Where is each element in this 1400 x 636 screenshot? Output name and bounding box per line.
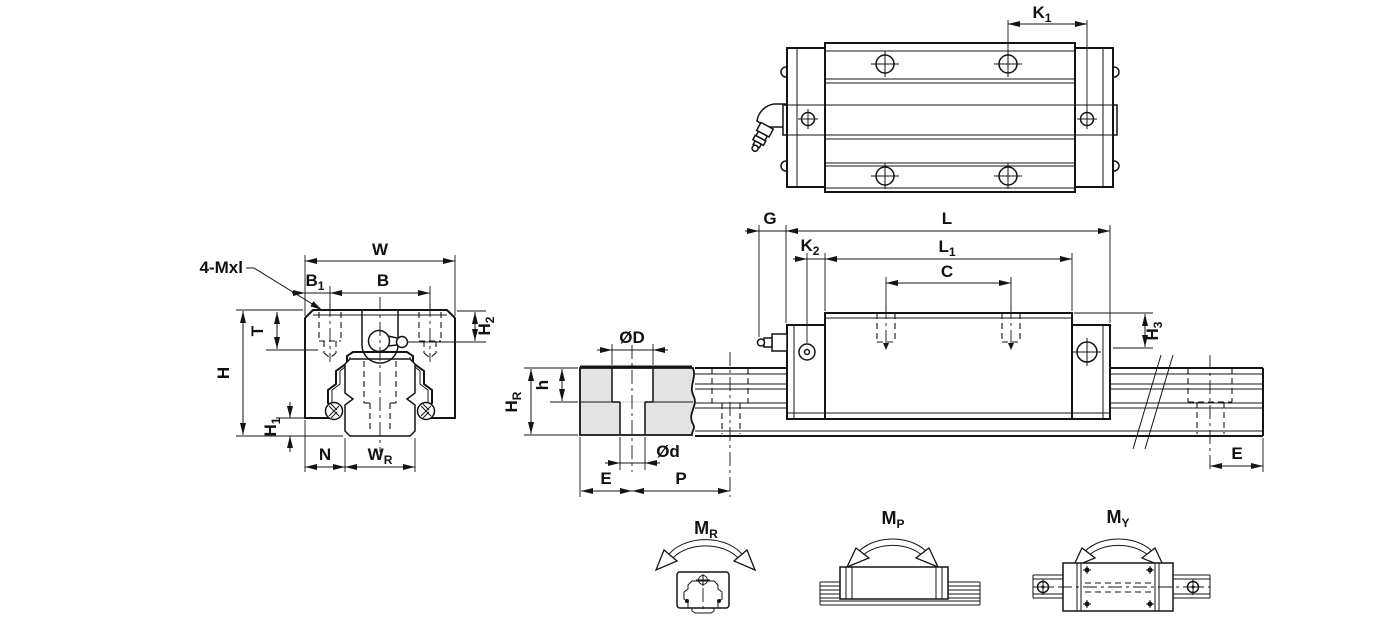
- dim-label-h1: H1: [261, 417, 283, 436]
- rail-side: [695, 352, 1264, 497]
- pitch-arrow-icon: [845, 538, 940, 569]
- carriage-side: [756, 305, 1111, 420]
- dim-label-n: N: [319, 445, 331, 464]
- mini-front-view: [676, 571, 730, 614]
- dim-label-od: ØD: [619, 328, 645, 347]
- tapped-holes: [876, 305, 1021, 350]
- dim-label-b: B: [377, 271, 389, 290]
- front-mounting-holes: [318, 303, 442, 362]
- dim-label-h3: H3: [1143, 321, 1165, 340]
- dim-label-p: P: [675, 469, 686, 488]
- dim-label-hsmall: h: [533, 380, 552, 390]
- front-rail-hole: [363, 361, 397, 433]
- moment-label-mr: MR: [694, 518, 718, 541]
- dim-label-od-small: Ød: [656, 442, 680, 461]
- dim-label-h2: H2: [475, 316, 497, 335]
- dim-label-e-end: E: [1231, 444, 1242, 463]
- moment-roll-diagram: MR: [654, 518, 757, 614]
- dim-label-b1: B1: [306, 271, 325, 293]
- moment-label-my: MY: [1106, 507, 1129, 530]
- dim-label-wr: WR: [368, 445, 393, 467]
- dim-label-g: G: [763, 209, 776, 228]
- dim-label-l1: L1: [938, 237, 955, 259]
- moment-label-mp: MP: [881, 508, 904, 531]
- dim-label-w: W: [372, 240, 389, 259]
- dim-label-h: H: [214, 367, 233, 379]
- side-view-dimensions: G L K2 L1 C H3 E: [745, 209, 1264, 472]
- moment-pitch-diagram: MP: [819, 508, 981, 606]
- thread-note: 4-Mxl: [200, 258, 323, 311]
- dim-label-l: L: [942, 209, 952, 228]
- dim-label-hr: HR: [502, 391, 524, 412]
- top-view: K1: [751, 3, 1120, 193]
- front-view-dimensions: W B1 B T H H1 H2: [214, 240, 497, 472]
- dim-label-t: T: [248, 325, 267, 336]
- side-view: G L K2 L1 C H3 E: [695, 209, 1264, 497]
- dim-label-k1: K1: [1033, 3, 1052, 25]
- moment-yaw-diagram: MY: [1032, 507, 1211, 612]
- mini-side-view: [819, 566, 981, 606]
- front-view: 4-Mxl W B1 B T H: [200, 240, 497, 472]
- grease-nipple-top-icon: [751, 103, 788, 153]
- mini-screws: [1083, 566, 1154, 608]
- mounting-holes: [798, 51, 1097, 189]
- rail-section-dimensions: ØD h HR Ød E P: [502, 328, 730, 497]
- dim-label-e-rail: E: [600, 469, 611, 488]
- mini-top-view: [1032, 562, 1211, 612]
- rail-section-view: ØD h HR Ød E P: [502, 328, 730, 497]
- top-view-body-lines: [787, 50, 1113, 189]
- roll-arrow-icon: [654, 539, 757, 572]
- grease-nipple-front-icon: [361, 310, 409, 364]
- dim-label-c: C: [941, 262, 953, 281]
- dim-label-k2: K2: [801, 236, 820, 258]
- thread-note-label: 4-Mxl: [200, 258, 243, 277]
- dimension-k1: K1: [1007, 3, 1088, 110]
- retainer-circles: [324, 401, 436, 421]
- grease-nipple-side-icon: [756, 333, 788, 352]
